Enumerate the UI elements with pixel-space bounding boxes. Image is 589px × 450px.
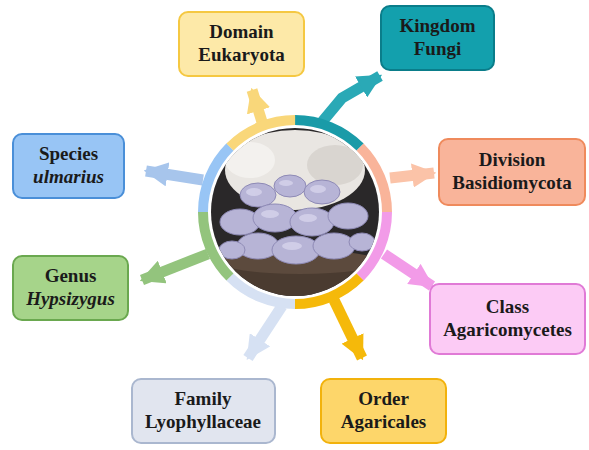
taxon-box: ClassAgaricomycetes	[429, 283, 586, 355]
taxon-box: DomainEukaryota	[178, 11, 305, 77]
taxon-name: Lyophyllaceae	[145, 411, 261, 434]
taxon-name: Agaricomycetes	[443, 319, 572, 342]
rank-label: Domain	[209, 21, 273, 44]
taxon-box: GenusHypsizygus	[12, 255, 129, 321]
taxon-name: Eukaryota	[198, 44, 285, 67]
taxon-name: Basidiomycota	[452, 172, 571, 195]
taxon-box: Speciesulmarius	[12, 133, 125, 199]
rank-label: Order	[358, 388, 409, 411]
rank-label: Class	[486, 296, 529, 319]
rank-label: Kingdom	[399, 15, 475, 38]
taxon-name: Hypsizygus	[26, 288, 115, 311]
taxon-name: Agaricales	[341, 411, 426, 434]
taxon-box: KingdomFungi	[380, 5, 495, 71]
rank-label: Genus	[45, 265, 97, 288]
rank-label: Division	[479, 149, 546, 172]
rank-label: Family	[175, 388, 232, 411]
taxon-name: ulmarius	[33, 166, 104, 189]
taxon-name: Fungi	[414, 38, 462, 61]
taxon-box: FamilyLyophyllaceae	[131, 378, 276, 444]
rank-label: Species	[39, 143, 98, 166]
taxon-box: DivisionBasidiomycota	[438, 138, 586, 206]
taxon-box: OrderAgaricales	[320, 378, 447, 444]
